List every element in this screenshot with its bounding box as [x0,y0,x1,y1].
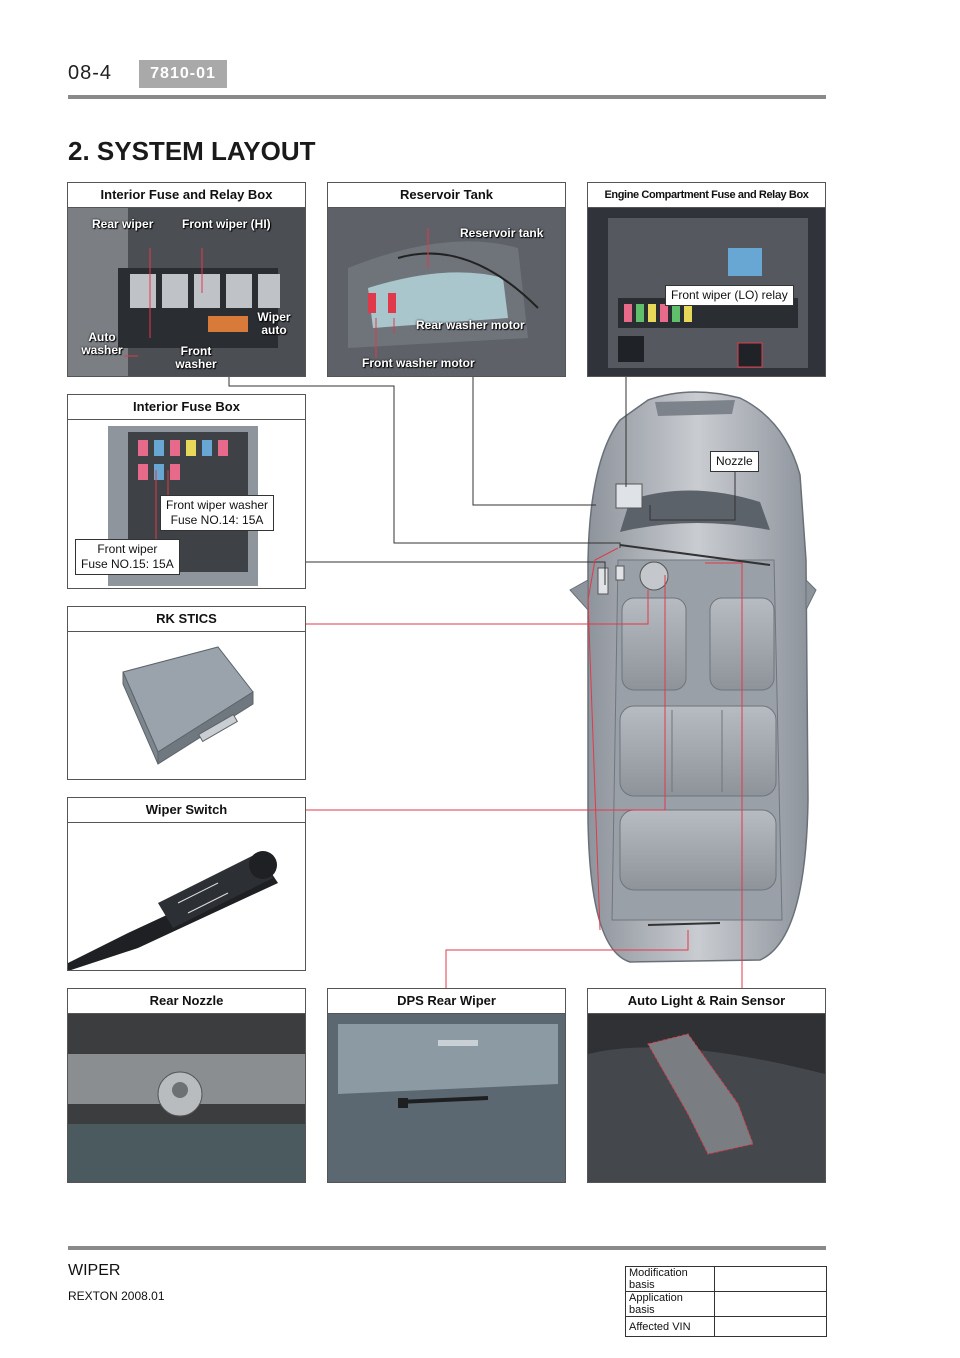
table-row: Application basis [625,1291,827,1317]
footer-subtitle: REXTON 2008.01 [68,1289,165,1303]
panel-reservoir-tank: Reservoir Tank Reservoir tank Rear washe… [327,182,566,377]
label-reservoir-tank: Reservoir tank [460,226,544,240]
rain-sensor-photo [588,1014,825,1182]
panel-interior-fuse-box: Interior Fuse Box Front wiper washer Fus… [67,394,306,589]
panel-title: Engine Compartment Fuse and Relay Box [588,183,825,208]
callout-front-wiper-lo-relay: Front wiper (LO) relay [665,285,794,306]
top-divider [68,95,826,99]
relay-box-image [68,208,305,376]
callout-line-1: Front wiper washer [166,498,269,512]
revision-label: Modification basis [625,1266,715,1292]
bottom-divider [68,1246,826,1250]
label-front-washer: Front washer [175,344,217,371]
dps-rear-wiper-photo [328,1014,565,1182]
panel-wiper-switch: Wiper Switch [67,797,306,971]
panel-title: Wiper Switch [68,798,305,823]
callout-line-1: Front wiper [97,542,158,556]
panel-interior-fuse-relay-box: Interior Fuse and Relay Box Rear wiper F… [67,182,306,377]
label-front-wiper-hi: Front wiper (HI) [182,217,271,231]
callout-front-wiper-fuse: Front wiper Fuse NO.15: 15A [75,539,180,575]
panel-title: RK STICS [68,607,305,632]
wiper-switch-photo [68,823,305,970]
revision-value [714,1266,827,1292]
footer-title: WIPER [68,1262,121,1279]
label-wiper-auto: Wiper auto [257,310,291,337]
panel-title: Rear Nozzle [68,989,305,1014]
revision-table: Modification basis Application basis Aff… [625,1266,827,1337]
panel-title: Interior Fuse Box [68,395,305,420]
section-title: 2. SYSTEM LAYOUT [68,136,316,166]
callout-front-wiper-washer-fuse: Front wiper washer Fuse NO.14: 15A [160,495,275,531]
label-auto-washer: Auto washer [81,330,123,357]
panel-title: DPS Rear Wiper [328,989,565,1014]
panel-title: Reservoir Tank [328,183,565,208]
label-front-washer-motor: Front washer motor [362,356,475,370]
revision-value [714,1316,827,1337]
wiper-switch-image [68,823,305,970]
panel-rk-stics: RK STICS [67,606,306,780]
revision-value [714,1291,827,1317]
table-row: Modification basis [625,1266,827,1292]
reservoir-tank-image [328,208,565,376]
rain-sensor-image [588,1014,825,1182]
rk-stics-photo [68,632,305,779]
callout-nozzle: Nozzle [710,451,759,472]
panel-title: Auto Light & Rain Sensor [588,989,825,1014]
reservoir-tank-photo [328,208,565,376]
callout-line-2: Fuse NO.14: 15A [170,513,264,527]
panel-title: Interior Fuse and Relay Box [68,183,305,208]
page-number: 08-4 [68,62,113,84]
revision-label: Affected VIN [625,1316,715,1337]
dps-rear-wiper-image [328,1014,565,1182]
label-rear-wiper: Rear wiper [92,217,154,231]
label-rear-washer-motor: Rear washer motor [416,318,525,332]
panel-dps-rear-wiper: DPS Rear Wiper [327,988,566,1183]
callout-line-2: Fuse NO.15: 15A [81,557,174,571]
rear-nozzle-image [68,1014,305,1182]
panel-engine-compartment-fuse-relay-box: Engine Compartment Fuse and Relay Box Fr… [587,182,826,377]
rear-nozzle-photo [68,1014,305,1182]
table-row: Affected VIN [625,1316,827,1337]
rk-stics-module-image [68,632,305,779]
relay-box-photo [68,208,305,376]
panel-rear-nozzle: Rear Nozzle [67,988,306,1183]
section-code-badge: 7810-01 [139,60,227,88]
revision-label: Application basis [625,1291,715,1317]
panel-auto-light-rain-sensor: Auto Light & Rain Sensor [587,988,826,1183]
